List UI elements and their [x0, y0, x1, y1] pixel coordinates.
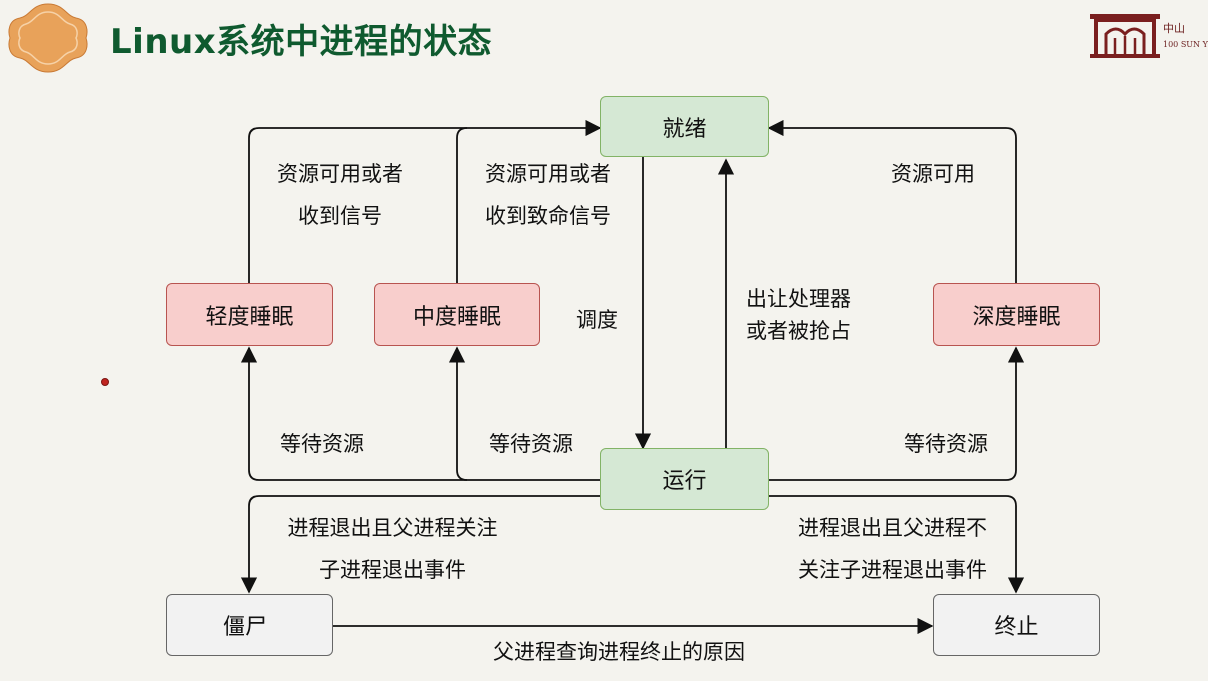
label-yield-line2: 或者被抢占	[746, 319, 851, 343]
edge-wait-light	[240, 346, 600, 481]
edge-light-to-ready	[248, 119, 602, 283]
label-wait-deep: 等待资源	[904, 432, 988, 456]
edge-wait-medium	[448, 346, 468, 481]
badge-icon	[8, 3, 88, 73]
label-medium-wake-line1: 资源可用或者	[485, 162, 611, 186]
edge-wait-deep	[769, 346, 1025, 481]
logo-subtext: 100 SUN Y	[1163, 40, 1208, 49]
label-exit-unwatched: 进程退出且父进程不 关注子进程退出事件	[770, 507, 1015, 591]
edge-exit-unwatched	[769, 495, 1025, 594]
label-light-wake-line2: 收到信号	[298, 204, 382, 228]
label-exit-watched-line1: 进程退出且父进程关注	[287, 516, 498, 540]
node-light-sleep: 轻度睡眠	[166, 283, 333, 346]
edge-deep-to-ready	[767, 119, 1017, 283]
label-wait-medium: 等待资源	[489, 432, 573, 456]
laser-pointer-dot	[101, 378, 109, 386]
label-medium-wake: 资源可用或者 收到致命信号	[458, 153, 638, 237]
label-query: 父进程查询进程终止的原因	[493, 640, 745, 664]
node-deep-sleep: 深度睡眠	[933, 283, 1100, 346]
edge-medium-to-ready	[456, 127, 468, 283]
node-zombie: 僵尸	[166, 594, 333, 656]
label-yield-line1: 出让处理器	[746, 287, 851, 311]
university-logo-icon	[1090, 14, 1160, 58]
node-ready: 就绪	[600, 96, 769, 157]
node-medium-sleep: 中度睡眠	[374, 283, 540, 346]
label-light-wake: 资源可用或者 收到信号	[250, 153, 430, 237]
label-exit-unwatched-line1: 进程退出且父进程不	[798, 516, 987, 540]
node-terminated: 终止	[933, 594, 1100, 656]
label-yield: 出让处理器 或者被抢占	[746, 278, 851, 352]
logo-text: 中山	[1163, 22, 1185, 35]
label-exit-watched-line2: 子进程退出事件	[319, 558, 466, 582]
label-exit-watched: 进程退出且父进程关注 子进程退出事件	[255, 507, 530, 591]
slide-title: Linux系统中进程的状态	[110, 22, 493, 62]
label-schedule: 调度	[576, 308, 618, 332]
label-wait-light: 等待资源	[280, 432, 364, 456]
label-medium-wake-line2: 收到致命信号	[485, 204, 611, 228]
node-running: 运行	[600, 448, 769, 510]
label-light-wake-line1: 资源可用或者	[277, 162, 403, 186]
label-exit-unwatched-line2: 关注子进程退出事件	[798, 558, 987, 582]
edge-exit-watched	[240, 495, 600, 594]
label-deep-wake: 资源可用	[891, 162, 975, 186]
